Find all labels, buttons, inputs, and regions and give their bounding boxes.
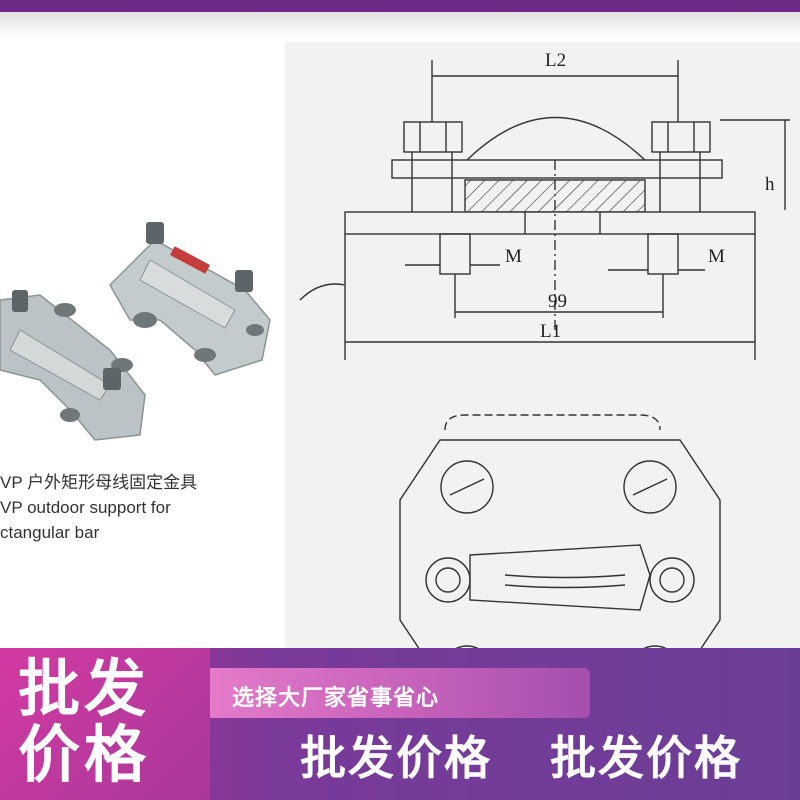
product-caption: VP 户外矩形母线固定金具 VP outdoor support for cta… <box>0 470 197 545</box>
product-photo <box>0 222 271 441</box>
slogan-box <box>210 668 590 718</box>
promo-repeat-1: 批发价格 <box>300 731 492 785</box>
promo-big-line-1: 批发 <box>18 652 151 725</box>
label-h: h <box>765 174 775 195</box>
caption-line-cn: VP 户外矩形母线固定金具 <box>0 473 198 492</box>
fitting-right <box>109 222 271 376</box>
label-99: 99 <box>548 291 567 312</box>
top-shadow <box>0 12 800 42</box>
drawing-background <box>285 42 800 662</box>
label-m-left: M <box>505 246 522 267</box>
label-l2: L2 <box>545 50 566 71</box>
label-l1: L1 <box>540 321 561 342</box>
promo-banner-left-block <box>0 648 210 800</box>
fitting-left <box>0 290 146 441</box>
top-strip <box>0 0 800 12</box>
slogan-text: 选择大厂家省事省心 <box>232 686 440 711</box>
promo-big-line-2: 价格 <box>18 718 151 791</box>
promo-repeat-2: 批发价格 <box>550 731 742 785</box>
label-m-right: M <box>708 246 725 267</box>
caption-line-en-2: ctangular bar <box>0 523 100 542</box>
promo-big-text: 批发 价格 <box>18 656 150 788</box>
caption-line-en-1: VP outdoor support for <box>0 498 171 517</box>
